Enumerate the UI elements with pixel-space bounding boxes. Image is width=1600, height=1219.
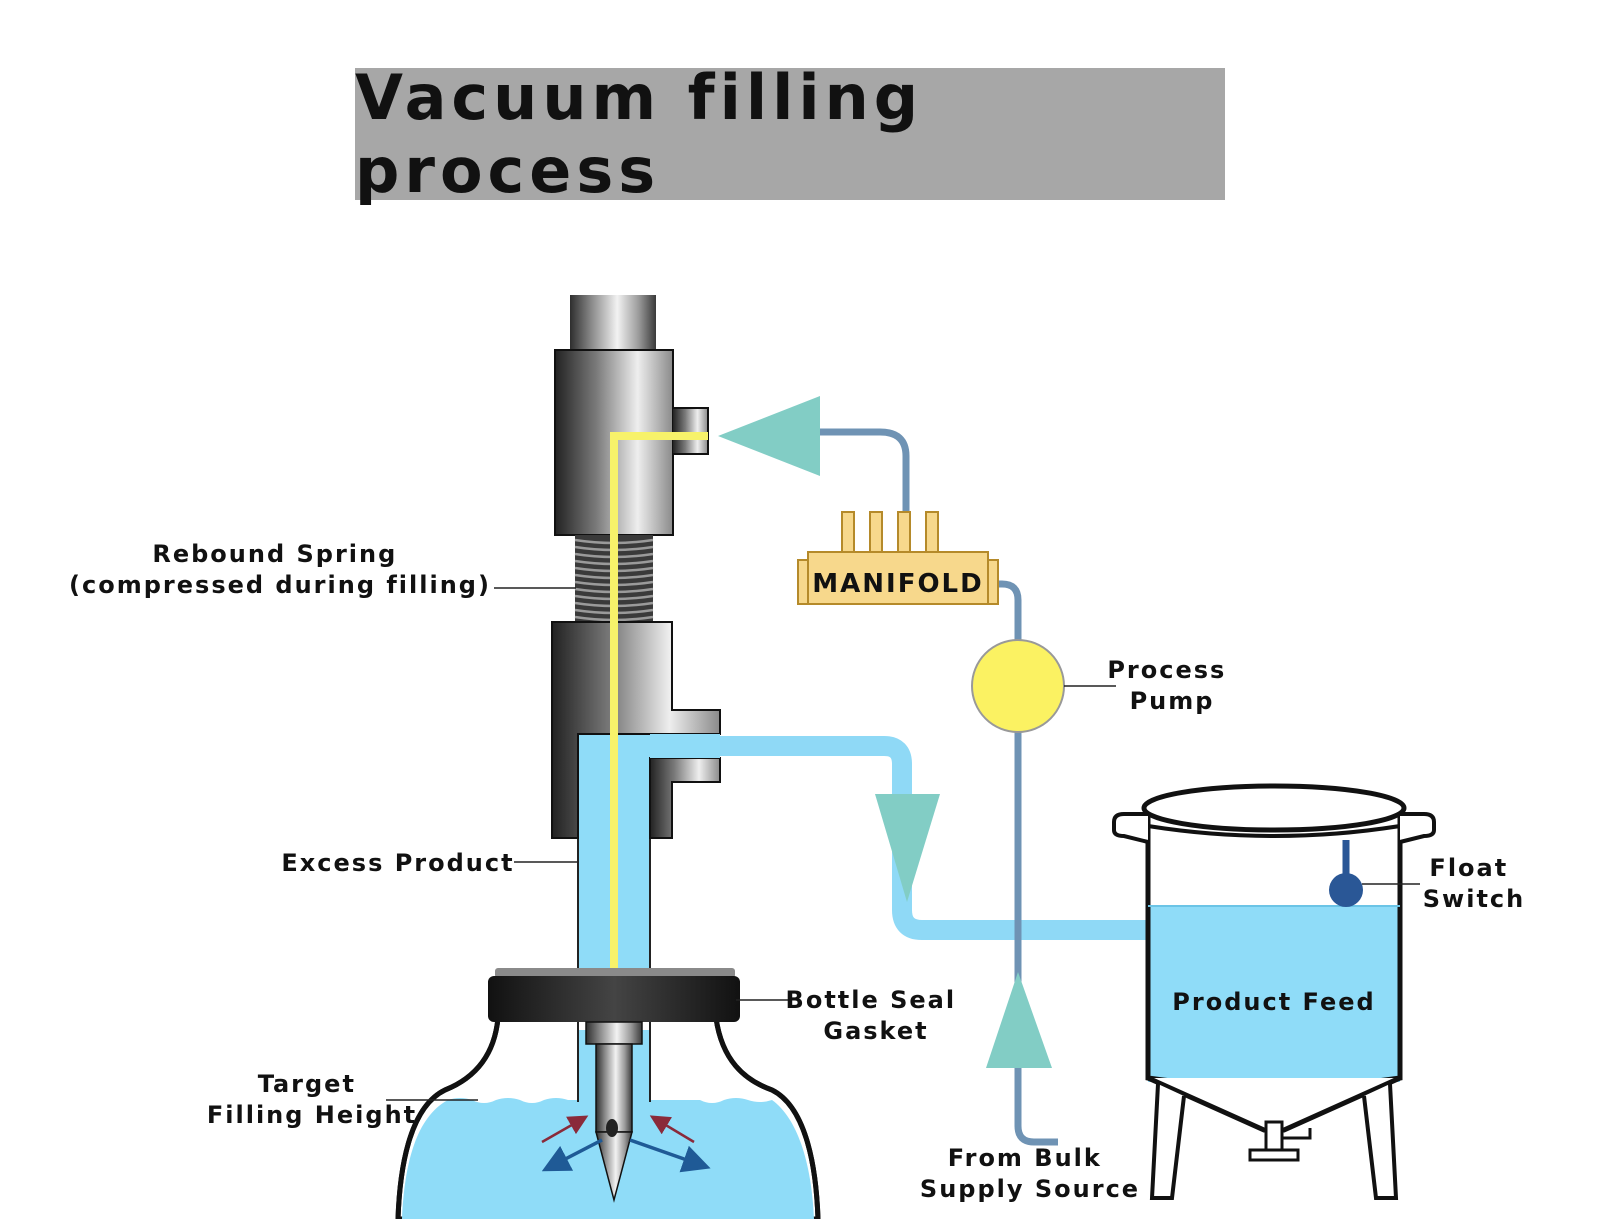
manifold-label: MANIFOLD bbox=[812, 569, 983, 599]
float-switch bbox=[1329, 873, 1363, 907]
flow-arrow-down bbox=[875, 794, 940, 902]
product-feed-tank: Product Feed bbox=[1112, 783, 1436, 1200]
filling-valve bbox=[554, 295, 709, 536]
vacuum-lines bbox=[812, 428, 1058, 1146]
vent-tube bbox=[610, 432, 708, 968]
manifold: MANIFOLD bbox=[797, 511, 999, 605]
target-filling-height-label: Target Filling Height bbox=[207, 1070, 417, 1129]
process-pump bbox=[971, 639, 1065, 733]
product-feed-label: Product Feed bbox=[1172, 988, 1375, 1016]
nozzle bbox=[541, 1021, 711, 1203]
flow-arrow-up bbox=[986, 972, 1052, 1068]
bottle-seal-gasket bbox=[488, 968, 740, 1022]
bottle-seal-gasket-label: Bottle Seal Gasket bbox=[786, 986, 967, 1045]
excess-product-label: Excess Product bbox=[281, 849, 514, 877]
flow-arrow-to-valve bbox=[718, 396, 820, 476]
leader-lines bbox=[386, 587, 1420, 1101]
float-switch-label: Float Switch bbox=[1423, 854, 1525, 913]
rebound-spring-label: Rebound Spring (compressed during fillin… bbox=[69, 540, 491, 599]
title-bar: Vacuum filling process bbox=[355, 61, 1225, 207]
page-title: Vacuum filling process bbox=[355, 61, 924, 207]
from-bulk-supply-label: From Bulk Supply Source bbox=[920, 1144, 1140, 1203]
process-pump-label: Process Pump bbox=[1107, 656, 1236, 715]
